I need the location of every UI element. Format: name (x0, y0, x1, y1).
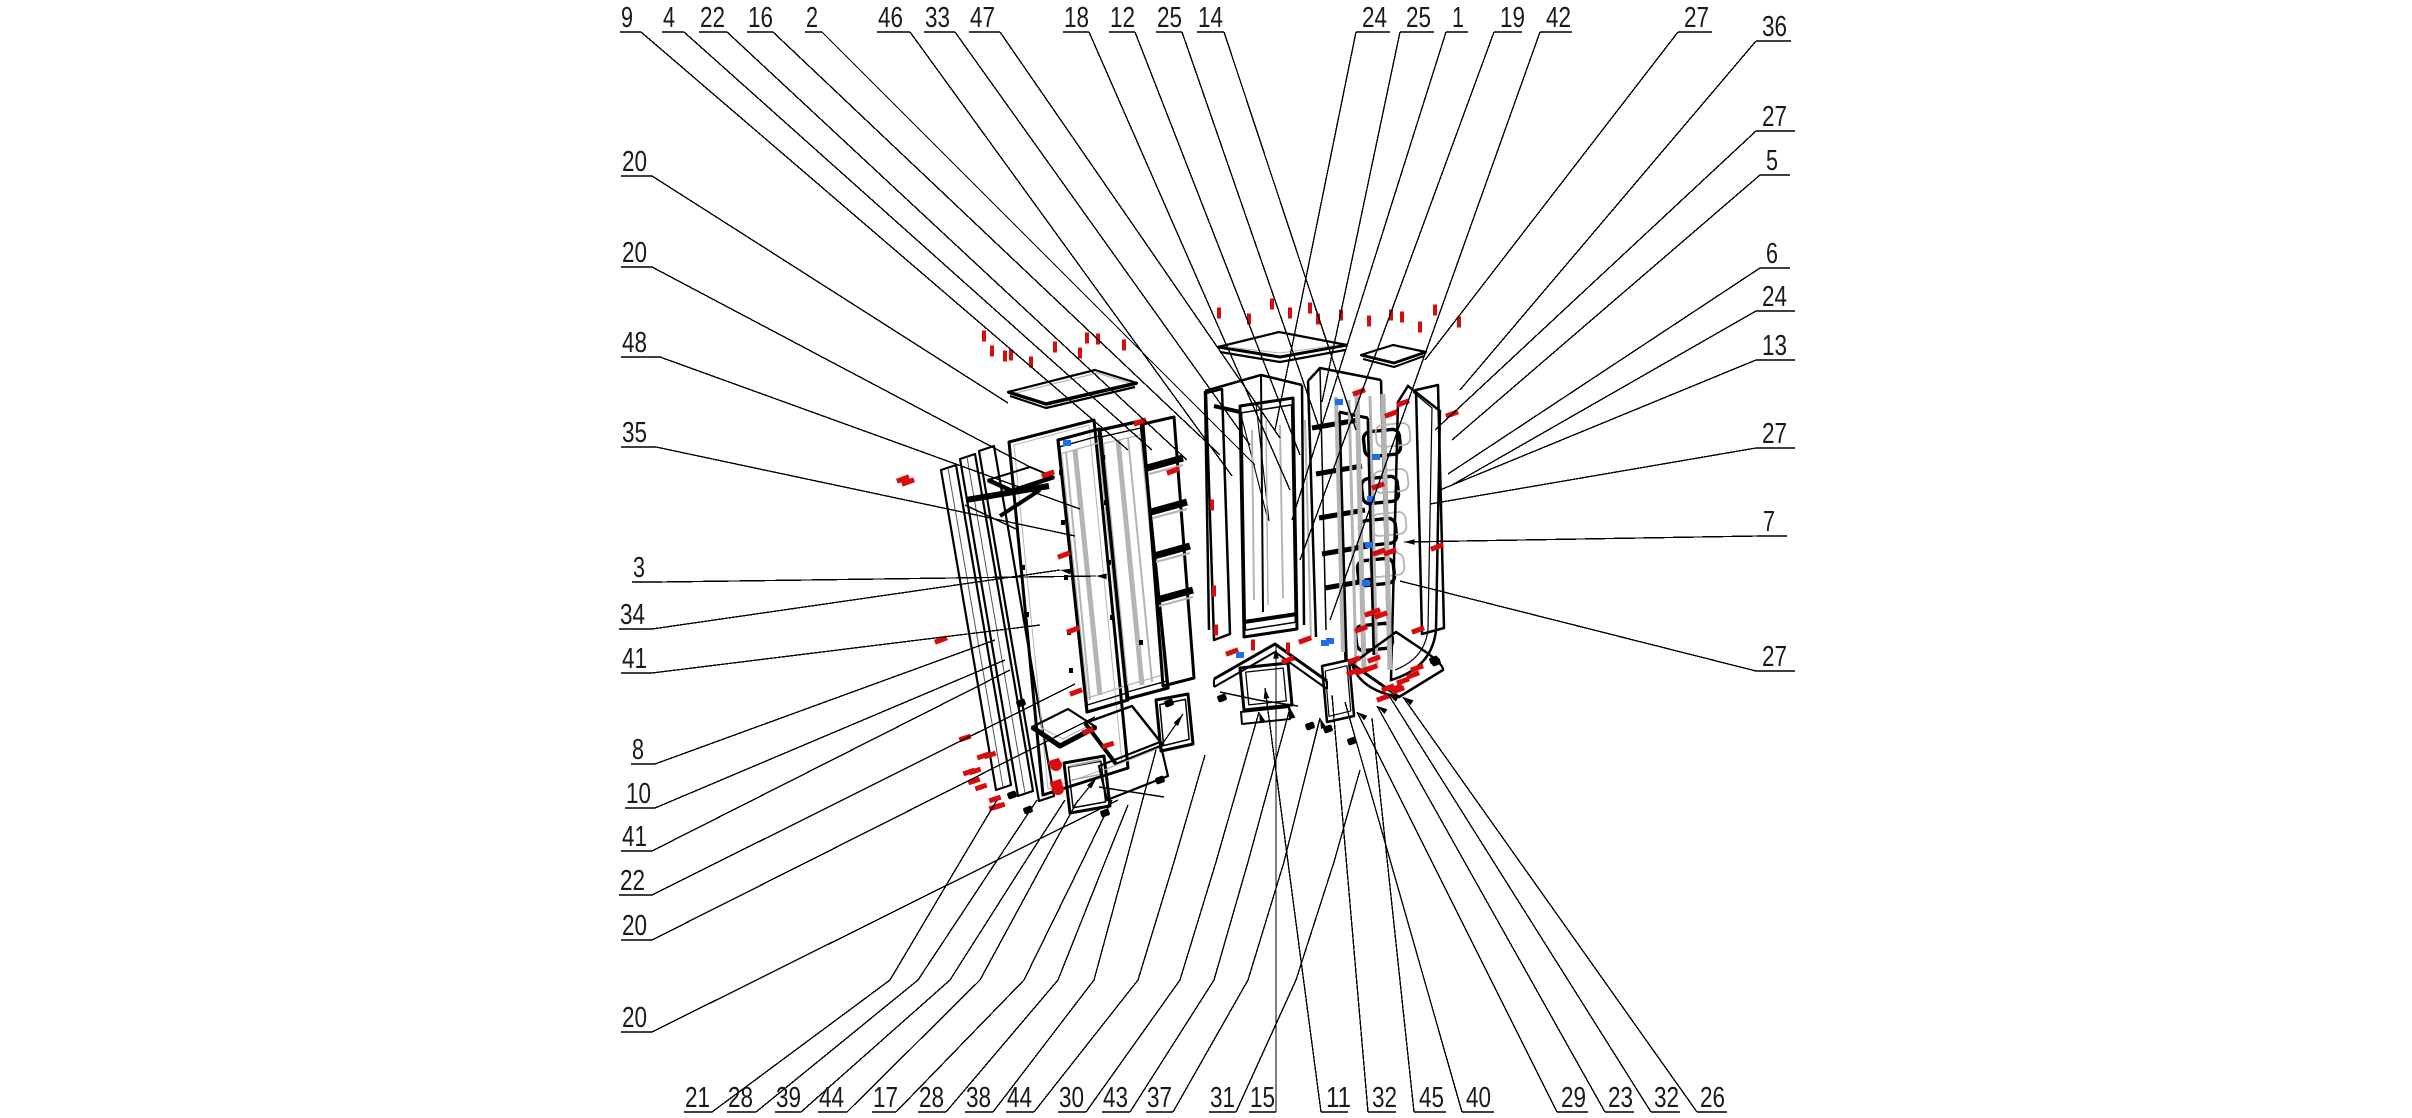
svg-text:20: 20 (622, 146, 647, 178)
svg-text:38: 38 (966, 1082, 991, 1114)
svg-text:25: 25 (1406, 2, 1431, 34)
svg-text:20: 20 (622, 910, 647, 942)
svg-text:27: 27 (1684, 2, 1709, 34)
svg-text:35: 35 (622, 417, 647, 449)
svg-text:6: 6 (1766, 238, 1778, 270)
svg-text:44: 44 (819, 1082, 844, 1114)
svg-text:7: 7 (1763, 506, 1775, 538)
svg-text:40: 40 (1466, 1082, 1491, 1114)
svg-text:19: 19 (1500, 2, 1525, 34)
svg-text:23: 23 (1608, 1082, 1633, 1114)
svg-text:46: 46 (878, 2, 903, 34)
svg-text:20: 20 (622, 1002, 647, 1034)
svg-text:33: 33 (925, 2, 950, 34)
svg-text:22: 22 (620, 865, 645, 897)
svg-text:9: 9 (621, 2, 633, 34)
svg-text:48: 48 (622, 327, 647, 359)
svg-text:2: 2 (806, 2, 818, 34)
svg-text:41: 41 (622, 643, 647, 675)
svg-text:22: 22 (700, 2, 725, 34)
svg-text:44: 44 (1007, 1082, 1032, 1114)
svg-text:16: 16 (748, 2, 773, 34)
svg-text:21: 21 (685, 1082, 710, 1114)
svg-text:18: 18 (1064, 2, 1089, 34)
svg-text:17: 17 (873, 1082, 898, 1114)
svg-text:36: 36 (1762, 11, 1787, 43)
svg-text:14: 14 (1198, 2, 1223, 34)
svg-text:25: 25 (1157, 2, 1182, 34)
svg-text:15: 15 (1250, 1082, 1275, 1114)
svg-text:47: 47 (970, 2, 995, 34)
svg-text:41: 41 (622, 821, 647, 853)
svg-text:28: 28 (919, 1082, 944, 1114)
svg-text:45: 45 (1419, 1082, 1444, 1114)
svg-text:27: 27 (1762, 101, 1787, 133)
svg-text:34: 34 (620, 599, 645, 631)
svg-text:20: 20 (622, 237, 647, 269)
svg-text:12: 12 (1110, 2, 1135, 34)
svg-text:4: 4 (663, 2, 675, 34)
svg-text:24: 24 (1762, 281, 1787, 313)
svg-text:8: 8 (632, 734, 644, 766)
svg-text:28: 28 (728, 1082, 753, 1114)
svg-text:43: 43 (1103, 1082, 1128, 1114)
svg-text:29: 29 (1561, 1082, 1586, 1114)
svg-text:31: 31 (1210, 1082, 1235, 1114)
svg-text:26: 26 (1700, 1082, 1725, 1114)
svg-text:39: 39 (776, 1082, 801, 1114)
svg-text:30: 30 (1059, 1082, 1084, 1114)
svg-text:13: 13 (1762, 330, 1787, 362)
svg-text:42: 42 (1546, 2, 1571, 34)
svg-text:3: 3 (633, 552, 645, 584)
svg-text:10: 10 (626, 778, 651, 810)
svg-text:11: 11 (1326, 1082, 1351, 1114)
svg-text:1: 1 (1452, 2, 1464, 34)
svg-text:24: 24 (1362, 2, 1387, 34)
svg-text:27: 27 (1762, 641, 1787, 673)
svg-text:27: 27 (1762, 418, 1787, 450)
svg-text:32: 32 (1372, 1082, 1397, 1114)
svg-text:5: 5 (1766, 145, 1778, 177)
svg-text:32: 32 (1654, 1082, 1679, 1114)
svg-text:37: 37 (1147, 1082, 1172, 1114)
